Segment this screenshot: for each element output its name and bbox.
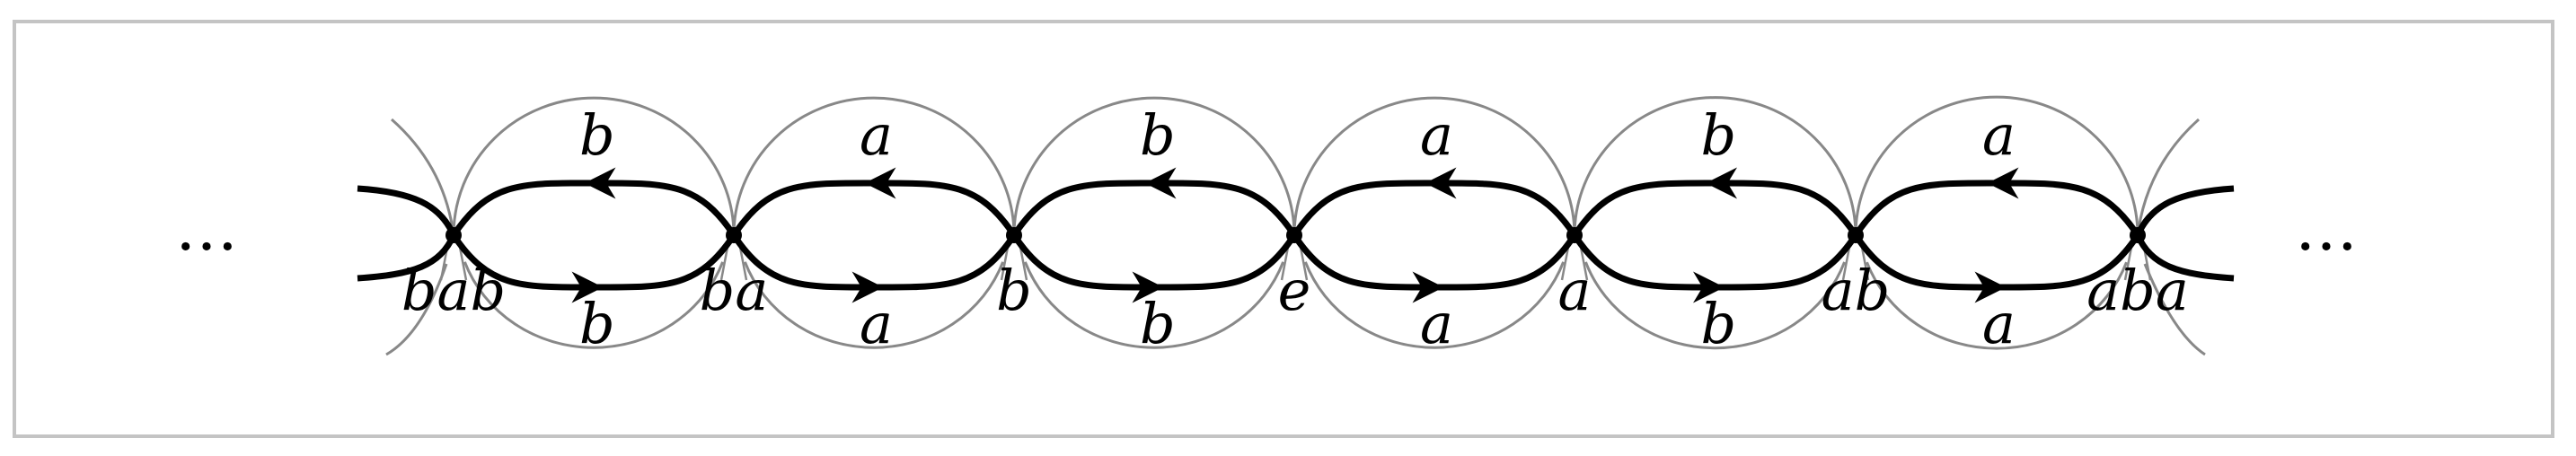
vertex bbox=[1848, 227, 1864, 243]
vertex-label: aba bbox=[2086, 258, 2189, 323]
end-edge-left-top bbox=[357, 185, 457, 237]
upper-edge-tail bbox=[1572, 180, 1716, 237]
edge-label-top: b bbox=[579, 102, 615, 168]
lower-arc bbox=[1584, 261, 1846, 350]
lower-edge-tail bbox=[873, 233, 1017, 291]
upper-edge bbox=[1987, 167, 2140, 237]
edge-label-top: a bbox=[1982, 102, 2016, 168]
lower-edge-tail bbox=[1715, 233, 1858, 291]
end-arc-left-top bbox=[391, 118, 455, 236]
vertex-label: e bbox=[1278, 258, 1311, 323]
ellipsis-right: … bbox=[2295, 191, 2363, 265]
upper-arc bbox=[452, 96, 736, 236]
lower-arc bbox=[743, 261, 1005, 349]
lower-edge-tail bbox=[1434, 233, 1577, 291]
edge-label-top: a bbox=[860, 102, 893, 168]
upper-arc bbox=[1292, 96, 1576, 236]
vertex bbox=[446, 227, 462, 243]
edge-label-top: b bbox=[1701, 102, 1737, 168]
lower-edge bbox=[1853, 233, 2007, 303]
lower-arc bbox=[1866, 261, 2128, 350]
edge-label-bottom: b bbox=[1701, 291, 1737, 356]
end-arc-right-bottom bbox=[2143, 263, 2206, 356]
vertex-label: b bbox=[996, 258, 1032, 323]
edge-label-bottom: a bbox=[860, 291, 893, 356]
lower-edge-tail bbox=[1153, 233, 1297, 291]
lower-arc bbox=[463, 261, 725, 349]
vertex-label: ab bbox=[1822, 258, 1891, 323]
vertex bbox=[1286, 227, 1302, 243]
upper-edge bbox=[1144, 167, 1297, 237]
upper-edge bbox=[1706, 167, 1858, 237]
lower-arc bbox=[1303, 261, 1566, 349]
end-edge-left-bottom bbox=[357, 233, 457, 282]
edge-label-top: b bbox=[1140, 102, 1176, 168]
upper-arc bbox=[1012, 96, 1296, 236]
lower-edge-tail bbox=[1996, 233, 2140, 291]
lower-edge bbox=[1011, 233, 1164, 303]
vertex-label: ba bbox=[700, 258, 769, 323]
vertex bbox=[1006, 227, 1022, 243]
vertex bbox=[2130, 227, 2146, 243]
edge-label-bottom: a bbox=[1982, 291, 2016, 356]
upper-arc bbox=[1854, 95, 2139, 236]
upper-edge bbox=[1425, 167, 1577, 237]
edge-label-top: a bbox=[1420, 102, 1453, 168]
lower-arc bbox=[1023, 261, 1285, 349]
upper-arc bbox=[732, 96, 1016, 236]
edge-label-bottom: a bbox=[1420, 291, 1453, 356]
upper-edge-tail bbox=[731, 180, 875, 237]
upper-edge bbox=[864, 167, 1017, 237]
lower-edge bbox=[1572, 233, 1725, 303]
upper-edge bbox=[584, 167, 737, 237]
ellipsis-left: … bbox=[175, 191, 243, 265]
lower-edge bbox=[451, 233, 604, 303]
edge-label-bottom: b bbox=[579, 291, 615, 356]
end-edge-right-bottom bbox=[2134, 233, 2235, 282]
upper-edge-tail bbox=[451, 180, 595, 237]
lower-edge-tail bbox=[593, 233, 737, 291]
upper-edge-tail bbox=[1853, 180, 1998, 237]
end-arc-right-top bbox=[2136, 118, 2201, 236]
end-edge-right-top bbox=[2134, 185, 2235, 237]
upper-edge-tail bbox=[1292, 180, 1435, 237]
vertex-label: a bbox=[1558, 258, 1592, 323]
edge-label-bottom: b bbox=[1140, 291, 1176, 356]
lower-edge bbox=[1292, 233, 1444, 303]
vertex bbox=[1566, 227, 1583, 243]
lower-edge bbox=[731, 233, 884, 303]
upper-edge-tail bbox=[1011, 180, 1155, 237]
upper-arc bbox=[1573, 96, 1857, 236]
vertex-label: bab bbox=[401, 258, 506, 323]
vertex bbox=[726, 227, 742, 243]
